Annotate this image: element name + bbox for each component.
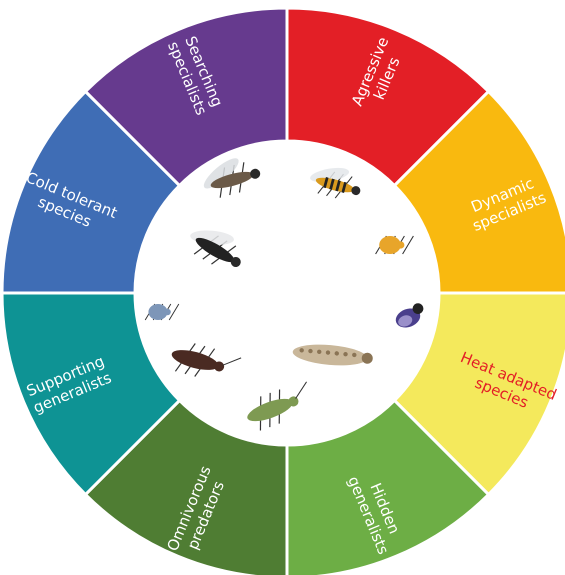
center-hub [137, 143, 437, 443]
